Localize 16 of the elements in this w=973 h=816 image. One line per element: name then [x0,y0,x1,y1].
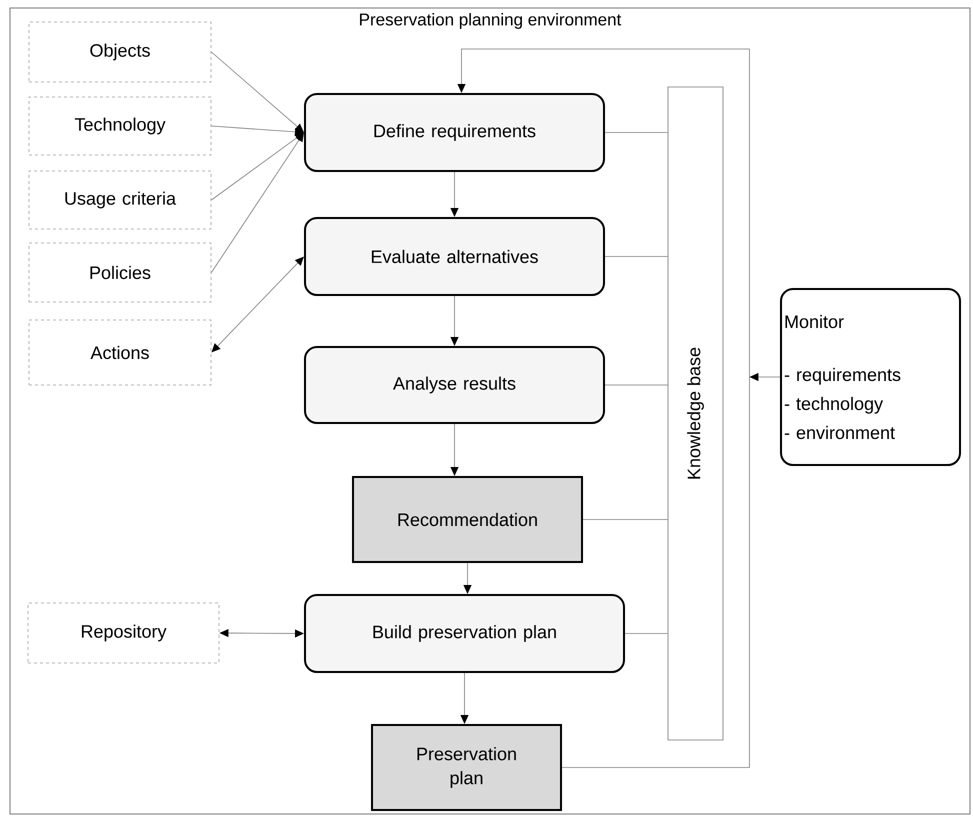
arrow [211,132,304,273]
input-box: Technology [28,96,212,156]
input-box: Actions [28,320,212,386]
process-box: Evaluate alternatives [304,217,605,296]
process-box: Build preservation plan [304,594,625,673]
output-box: Preservation plan [371,724,562,811]
input-box: Repository [28,602,220,664]
monitor-box: Monitor - requirements - technology - environment [780,288,962,466]
input-box: Policies [28,242,212,302]
output-box: Recommendation [352,476,583,563]
knowledge-base-bar: Knowledge base [668,86,724,740]
arrow [211,52,304,132]
input-box: Objects [28,22,212,82]
process-box: Define requirements [304,93,605,172]
process-box: Analyse results [304,346,605,424]
input-box: Usage criteria [28,170,212,230]
